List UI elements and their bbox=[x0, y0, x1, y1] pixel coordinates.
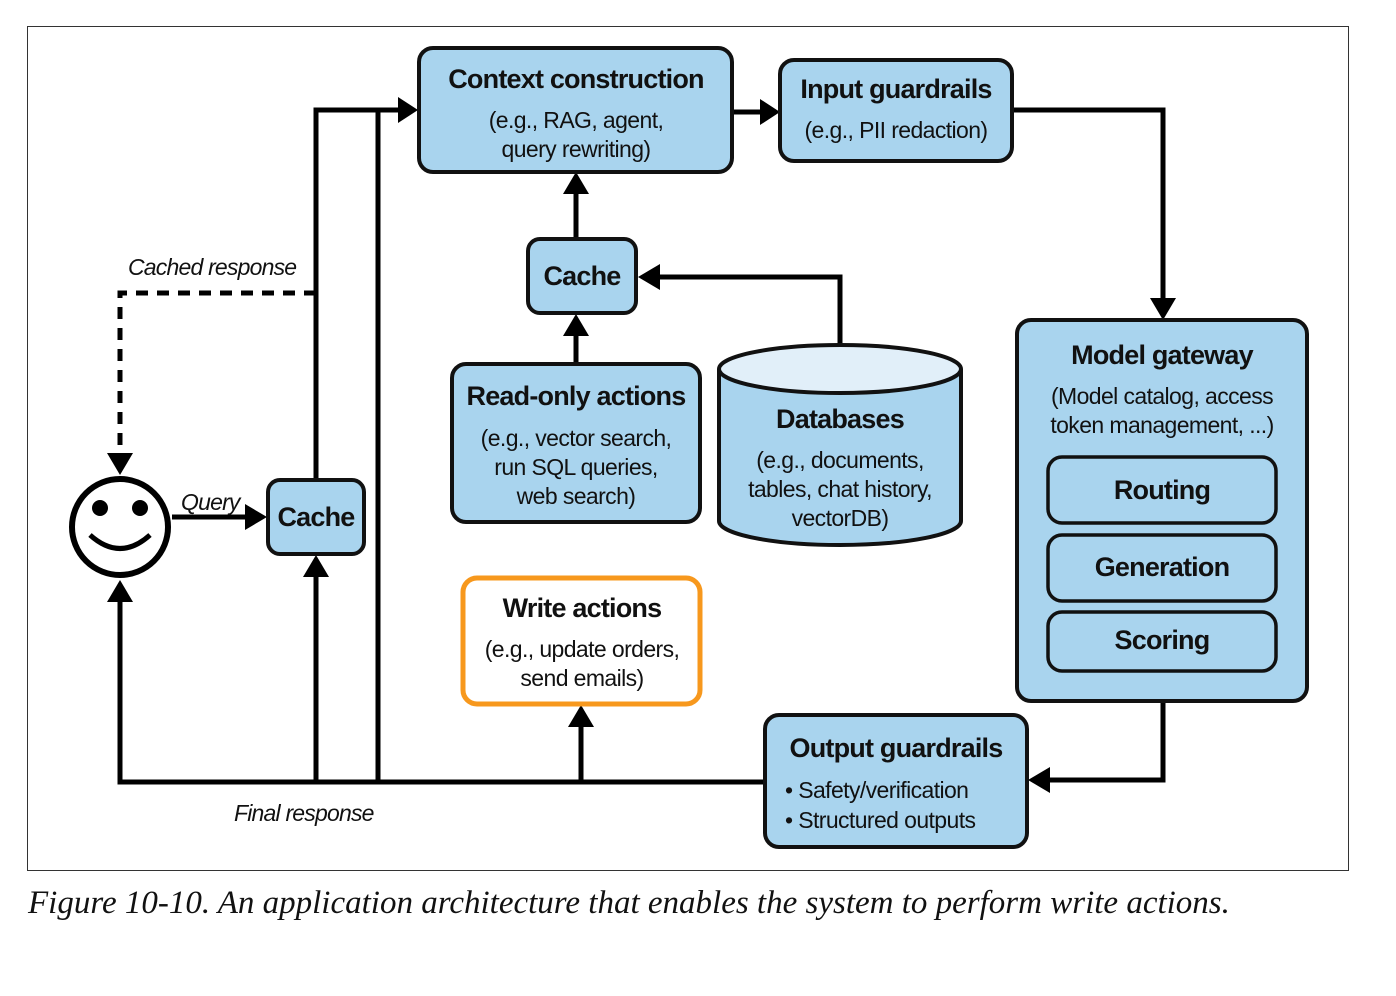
arrowhead-cache-right bbox=[638, 264, 660, 290]
arrowhead-output bbox=[1028, 767, 1050, 793]
output-guardrails-title: Output guardrails bbox=[790, 733, 1003, 763]
arrowhead-input bbox=[760, 99, 780, 125]
cache-left-node[interactable]: Cache bbox=[266, 478, 366, 556]
context-construction-node[interactable]: Context construction (e.g., RAG, agent, … bbox=[417, 46, 734, 174]
eye-right-icon bbox=[132, 500, 148, 516]
generation-component[interactable]: Generation bbox=[1046, 533, 1278, 603]
model-gateway-node[interactable]: Model gateway (Model catalog, access tok… bbox=[1015, 318, 1309, 703]
read-only-actions-desc-2: run SQL queries, bbox=[494, 454, 657, 480]
context-construction-desc-1: (e.g., RAG, agent, bbox=[489, 107, 664, 133]
read-only-actions-node[interactable]: Read-only actions (e.g., vector search, … bbox=[450, 362, 702, 524]
figure-frame bbox=[27, 26, 1349, 871]
model-gateway-desc-2: token management, ...) bbox=[1050, 412, 1273, 438]
write-actions-title: Write actions bbox=[503, 593, 662, 623]
arrowhead-cache-top bbox=[563, 314, 589, 336]
databases-node[interactable]: Databases (e.g., documents, tables, chat… bbox=[717, 343, 963, 547]
scoring-label: Scoring bbox=[1115, 625, 1210, 655]
routing-component[interactable]: Routing bbox=[1046, 455, 1278, 525]
query-label: Query bbox=[181, 489, 242, 515]
arrowhead-write bbox=[568, 705, 594, 727]
cache-top-node[interactable]: Cache bbox=[526, 237, 638, 315]
arrowhead-user bbox=[107, 580, 133, 602]
arrowhead-context bbox=[398, 97, 418, 123]
arrowhead-cached bbox=[107, 453, 133, 475]
edge-cache-to-context bbox=[313, 107, 400, 480]
edge-input-to-gateway bbox=[1012, 107, 1166, 300]
eye-left-icon bbox=[92, 500, 108, 516]
arrowhead-context-bottom bbox=[563, 172, 589, 194]
edge-db-to-cache bbox=[658, 274, 843, 344]
scoring-component[interactable]: Scoring bbox=[1046, 610, 1278, 673]
edge-cached-response bbox=[117, 290, 316, 455]
arrowhead-gateway bbox=[1150, 298, 1176, 320]
databases-desc-2: tables, chat history, bbox=[748, 476, 932, 502]
databases-desc-1: (e.g., documents, bbox=[756, 447, 924, 473]
output-guardrails-node[interactable]: Output guardrails • Safety/verification … bbox=[763, 713, 1029, 849]
routing-label: Routing bbox=[1114, 475, 1210, 505]
cached-response-label: Cached response bbox=[128, 254, 296, 280]
edge-gateway-to-output bbox=[1048, 702, 1166, 783]
write-actions-desc-1: (e.g., update orders, bbox=[485, 636, 680, 662]
context-construction-title: Context construction bbox=[448, 64, 704, 94]
context-construction-desc-2: query rewriting) bbox=[502, 136, 651, 162]
output-guardrails-bullet-1: • Safety/verification bbox=[785, 777, 968, 803]
model-gateway-desc-1: (Model catalog, access bbox=[1051, 383, 1273, 409]
edge-output-to-user bbox=[117, 600, 765, 785]
input-guardrails-node[interactable]: Input guardrails (e.g., PII redaction) bbox=[778, 58, 1014, 163]
cache-left-title: Cache bbox=[277, 502, 355, 532]
architecture-diagram: Context construction (e.g., RAG, agent, … bbox=[69, 46, 1309, 849]
output-guardrails-bullet-2: • Structured outputs bbox=[785, 807, 975, 833]
write-actions-node[interactable]: Write actions (e.g., update orders, send… bbox=[460, 575, 703, 707]
read-only-actions-desc-3: web search) bbox=[516, 483, 636, 509]
arrowhead-query bbox=[245, 504, 267, 530]
smiley-face-user-icon[interactable] bbox=[69, 476, 171, 578]
databases-desc-3: vectorDB) bbox=[792, 505, 889, 531]
smile-icon bbox=[88, 533, 152, 551]
read-only-actions-desc-1: (e.g., vector search, bbox=[481, 425, 672, 451]
cache-top-title: Cache bbox=[543, 261, 621, 291]
databases-title: Databases bbox=[776, 404, 904, 434]
connectors bbox=[107, 97, 1176, 793]
read-only-actions-title: Read-only actions bbox=[467, 381, 686, 411]
write-actions-desc-2: send emails) bbox=[520, 665, 643, 691]
model-gateway-title: Model gateway bbox=[1071, 340, 1253, 370]
input-guardrails-title: Input guardrails bbox=[800, 74, 991, 104]
database-cylinder-icon bbox=[717, 369, 963, 547]
input-guardrails-desc: (e.g., PII redaction) bbox=[805, 117, 988, 143]
final-response-label: Final response bbox=[234, 800, 374, 826]
generation-label: Generation bbox=[1095, 552, 1230, 582]
arrowhead-cache-left bbox=[303, 555, 329, 577]
figure-caption: Figure 10-10. An application architectur… bbox=[28, 885, 1230, 921]
